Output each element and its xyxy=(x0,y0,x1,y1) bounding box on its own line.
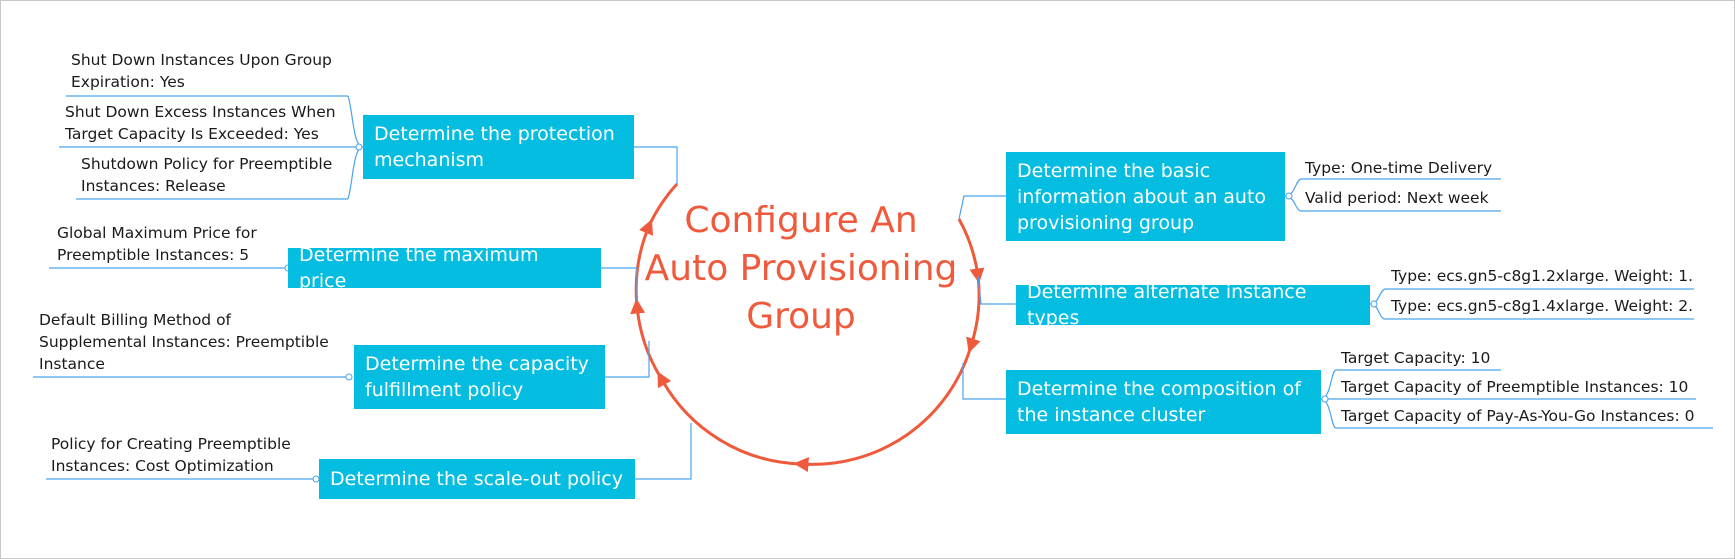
leaf-preemptible-shutdown: Shutdown Policy for Preemptible Instance… xyxy=(81,155,333,195)
node-protection-mechanism[interactable]: Determine the protection mechanism xyxy=(363,115,634,179)
branch-connectors xyxy=(601,146,1016,480)
leaf-type-delivery: Type: One-time Delivery xyxy=(1305,159,1493,177)
node-alternate-instance-types[interactable]: Determine alternate instance types xyxy=(1016,281,1370,329)
connector-protection xyxy=(634,146,678,184)
connector-basic-info xyxy=(958,195,1006,220)
connector-dots xyxy=(284,143,1378,483)
cycle-arc-right-middle xyxy=(966,275,981,354)
leaf-target-capacity: Target Capacity: 10 xyxy=(1341,349,1491,367)
node-maximum-price[interactable]: Determine the maximum price xyxy=(288,244,601,292)
leaf-instance-type-1: Type: ecs.gn5-c8g1.2xlarge. Weight: 1. xyxy=(1391,267,1694,285)
leaf-group-expiration: Shut Down Instances Upon Group Expiratio… xyxy=(71,51,332,91)
leaf-excess-instances: Shut Down Excess Instances When Target C… xyxy=(65,103,336,143)
dot-composition xyxy=(1321,395,1329,403)
node-basic-information[interactable]: Determine the basic information about an… xyxy=(1006,152,1285,241)
connector-max-price xyxy=(601,267,638,301)
connector-alternate-types xyxy=(977,275,1016,305)
node-capacity-fulfillment-policy[interactable]: Determine the capacity fulfillment polic… xyxy=(354,345,605,409)
dot-alternate-types xyxy=(1370,300,1378,308)
leaf-billing-method: Default Billing Method of Supplemental I… xyxy=(39,311,329,373)
connector-capacity xyxy=(605,341,650,378)
leaf-global-max-price: Global Maximum Price for Preemptible Ins… xyxy=(57,224,257,264)
leaf-creation-policy: Policy for Creating Preemptible Instance… xyxy=(51,435,291,475)
node-scale-out-policy[interactable]: Determine the scale-out policy xyxy=(319,459,635,499)
connector-composition xyxy=(962,363,1006,400)
cycle-arc-right-top xyxy=(957,218,985,284)
dot-protection xyxy=(355,143,363,151)
cycle-arc-bottom-left xyxy=(657,371,802,466)
central-topic: Configure An Auto Provisioning Group xyxy=(644,200,958,337)
cycle-arc-bottom xyxy=(793,345,973,473)
leaf-preemptible-capacity: Target Capacity of Preemptible Instances… xyxy=(1341,378,1689,396)
dot-capacity xyxy=(345,373,353,381)
leaf-instance-type-2: Type: ecs.gn5-c8g1.4xlarge. Weight: 2. xyxy=(1391,297,1694,315)
leaf-valid-period: Valid period: Next week xyxy=(1305,189,1489,207)
connector-scale-out xyxy=(635,423,692,480)
leaf-pay-as-you-go-capacity: Target Capacity of Pay-As-You-Go Instanc… xyxy=(1341,407,1695,425)
cycle-arc-left-middle xyxy=(630,298,663,379)
cycle-arc-top-left xyxy=(647,182,679,227)
dot-basic-info xyxy=(1285,192,1293,200)
node-instance-cluster-composition[interactable]: Determine the composition of the instanc… xyxy=(1006,370,1321,434)
